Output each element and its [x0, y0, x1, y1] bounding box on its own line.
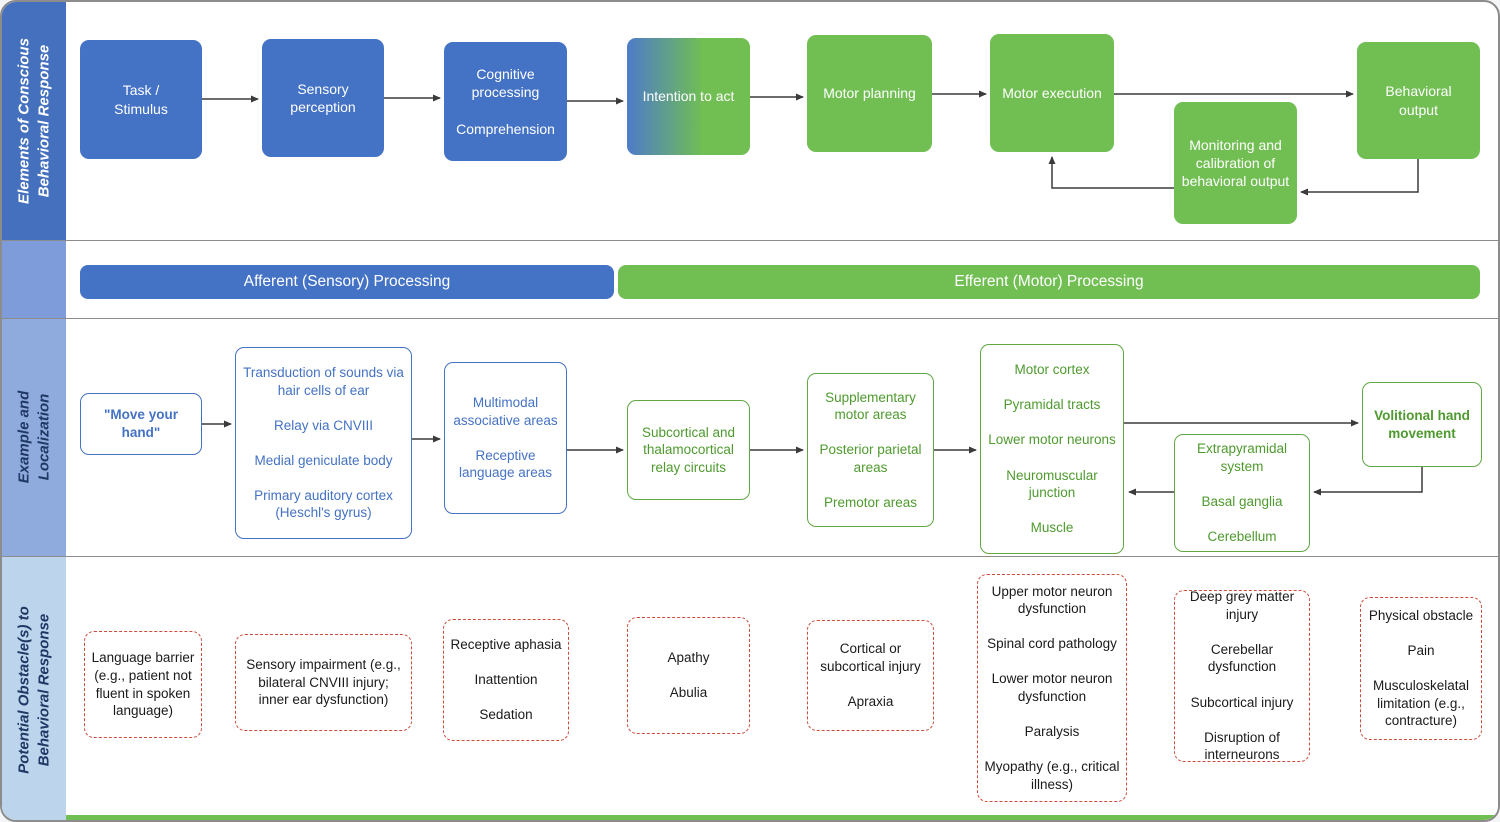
- node-premotor-areas: Supplementary motor areas Posterior pari…: [807, 373, 934, 527]
- row-band-obstacles: Potential Obstacle(s) to Behavioral Resp…: [2, 556, 66, 820]
- row-band-elements: Elements of Conscious Behavioral Respons…: [2, 2, 66, 240]
- node-sensory-perception: Sensory perception: [262, 39, 384, 157]
- obstacle-sensory-impairment: Sensory impairment (e.g., bilateral CNVI…: [235, 634, 412, 731]
- node-associative-areas: Multimodal associative areas Receptive l…: [444, 362, 567, 514]
- obstacle-language-barrier: Language barrier (e.g., patient not flue…: [84, 631, 202, 738]
- row-label-example: Example and Localization: [15, 390, 53, 484]
- node-cognitive-processing: Cognitive processing Comprehension: [444, 42, 567, 161]
- row-label-elements: Elements of Conscious Behavioral Respons…: [15, 38, 53, 204]
- node-move-your-hand: "Move your hand": [80, 393, 202, 455]
- row-label-obstacles: Potential Obstacle(s) to Behavioral Resp…: [15, 606, 53, 774]
- efferent-processing-band: Efferent (Motor) Processing: [618, 265, 1480, 299]
- divider-middle: [2, 318, 1498, 319]
- node-auditory-pathway: Transduction of sounds via hair cells of…: [235, 347, 412, 539]
- node-intention-to-act: Intention to act: [627, 38, 750, 155]
- obstacle-deep-grey-injury: Deep grey matter injury Cerebellar dysfu…: [1174, 589, 1310, 762]
- obstacle-physical-limitation: Physical obstacle Pain Musculoskelatal l…: [1360, 597, 1482, 740]
- bottom-green-strip: [66, 815, 1498, 820]
- row-band-example: Example and Localization: [2, 318, 66, 556]
- divider-bottom: [2, 556, 1498, 557]
- obstacle-motor-dysfunction: Upper motor neuron dysfunction Spinal co…: [977, 574, 1127, 802]
- node-motor-execution: Motor execution: [990, 34, 1114, 152]
- node-relay-circuits: Subcortical and thalamocortical relay ci…: [627, 400, 750, 500]
- arrow-output-to-monitoring: [1300, 159, 1419, 196]
- obstacle-apathy-abulia: Apathy Abulia: [627, 617, 750, 734]
- divider-top: [2, 240, 1498, 241]
- node-motor-planning: Motor planning: [807, 35, 932, 152]
- node-monitoring-calibration: Monitoring and calibration of behavioral…: [1174, 102, 1297, 224]
- node-extrapyramidal: Extrapyramidal system Basal ganglia Cere…: [1174, 434, 1310, 552]
- arrow-monitoring-to-execution: [1048, 156, 1174, 189]
- row-band-processing: [2, 240, 66, 318]
- node-behavioral-output: Behavioral output: [1357, 42, 1480, 159]
- node-motor-pathway: Motor cortex Pyramidal tracts Lower moto…: [980, 344, 1124, 554]
- afferent-processing-band: Afferent (Sensory) Processing: [80, 265, 614, 299]
- node-task-stimulus: Task / Stimulus: [80, 40, 202, 159]
- obstacle-receptive-aphasia: Receptive aphasia Inattention Sedation: [443, 619, 569, 741]
- arrow-outcome-to-extrapyramidal: [1313, 467, 1423, 496]
- node-volitional-movement: Volitional hand movement: [1362, 382, 1482, 467]
- obstacle-cortical-injury: Cortical or subcortical injury Apraxia: [807, 620, 934, 731]
